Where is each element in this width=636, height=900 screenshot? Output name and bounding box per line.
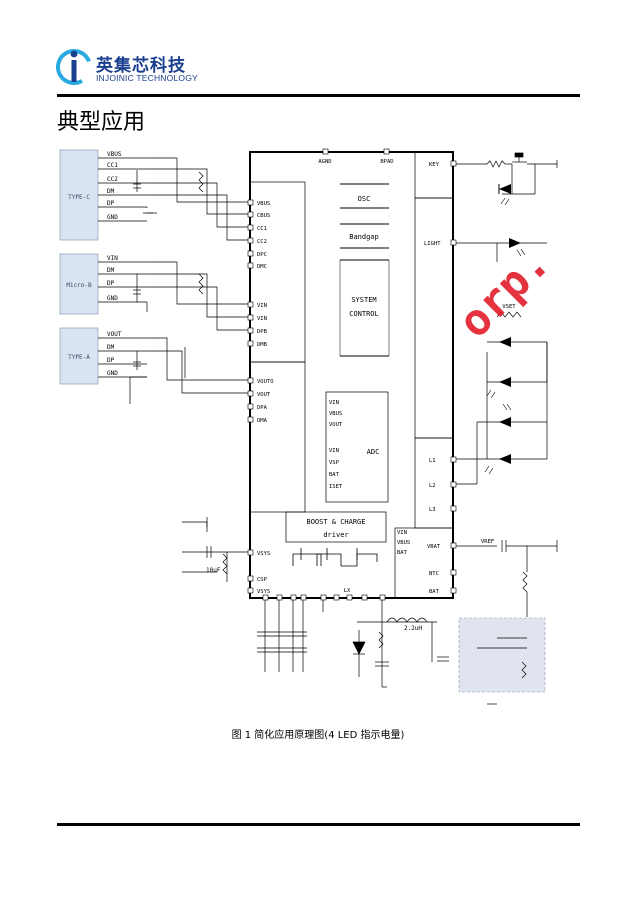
pin-label: VOUT [107,331,122,338]
pin-label: CC2 [107,176,118,183]
pin-label: VBUS [257,201,270,207]
pin-label: DPC [257,252,267,258]
adc-input: VIN [329,400,339,406]
brand-name-en: INJOINIC TECHNOLOGY [96,73,198,83]
pin-label: DMB [257,342,268,348]
pin-label: CSP [257,577,268,583]
pin-label: DPA [257,405,268,411]
pin-label: LIGHT [424,241,441,247]
pin-label: DMA [257,418,268,424]
pin-label: CC2 [257,239,267,245]
connector-label: TYPE-C [68,194,90,201]
connector-type-c: TYPE-C VBUS CC1 CC2 DM DP GND [59,149,147,241]
brand-name-cn: 英集芯科技 [96,56,186,76]
pin-label: GND [107,370,118,377]
led-indicator-network [456,152,558,617]
pin-label: DP [107,280,115,287]
pin-label: DM [107,344,115,351]
company-logo: 英集芯科技 INJOINIC TECHNOLOGY [56,44,206,88]
pin-label: L2 [429,483,436,489]
pin-label: VIN [257,303,267,309]
pin-bpad: BPAD [380,159,393,165]
pin-label: BAT [429,589,440,595]
header-rule [57,94,580,97]
figure-caption: 图 1 简化应用原理图(4 LED 指示电量) [231,730,405,741]
section-title: 典型应用 [57,110,146,135]
cap-value: 10uF [206,567,221,574]
vbat-input: VIN [397,530,407,536]
pin-label: DM [107,267,115,274]
vset-label: VSET [502,304,516,310]
watermark-text: orp. [449,237,560,348]
pin-label: KEY [429,162,440,168]
pin-label: GND [107,295,118,302]
driver-block: driver [323,531,348,539]
pin-label: L3 [429,507,436,513]
pin-label: VBUS [107,151,122,158]
connector-label: TYPE-A [68,354,90,361]
pin-label: VSYS [257,551,270,557]
led-diodes [498,184,521,464]
pin-label: VOUTO [257,379,274,385]
connector-label: Micro-B [66,282,92,289]
pin-label: VIN [257,316,267,322]
system-control-line1: SYSTEM [351,296,376,304]
pin-agnd: AGND [318,159,331,165]
connector-wiring [129,157,250,582]
bandgap-block: Bandgap [349,233,379,241]
adc-input: VOUT [329,422,343,428]
pin-label: DMC [257,264,267,270]
vbat-input: BAT [397,550,408,556]
adc-input: BAT [329,472,340,478]
pin-label: DPB [257,329,268,335]
pin-label: CBUS [257,213,270,219]
vref-label: VREF [481,539,494,545]
pin-label: DM [107,188,115,195]
osc-block: OSC [358,195,371,203]
power-stage [257,600,449,688]
inductor-pin-label: LX [344,588,351,594]
system-control-line2: CONTROL [349,310,379,318]
pin-label: GND [107,214,118,221]
adc-input: ISET [329,484,343,490]
vbat-input: VBUS [397,540,410,546]
ic-chip: OSC Bandgap SYSTEM CONTROL ADC BOOST & C… [247,148,457,601]
pin-label: CC1 [107,162,118,169]
pin-label: VIN [107,255,118,262]
pin-label: VBAT [427,544,441,550]
adc-input: VBUS [329,411,342,417]
application-schematic: TYPE-C VBUS CC1 CC2 DM DP GND Micro-B VI… [59,148,560,705]
injoinic-logo-icon [56,49,92,85]
connector-type-a: TYPE-A VOUT DM DP GND [59,327,147,385]
pin-label: VSYS [257,589,270,595]
pin-label: CC1 [257,226,267,232]
battery-pack [458,617,546,705]
adc-block: ADC [367,448,380,456]
pin-label: DP [107,357,115,364]
connector-micro-b: Micro-B VIN DM DP GND [59,253,147,315]
pin-label: VOUT [257,392,271,398]
inductor-value: 2.2uH [404,625,422,632]
pin-label: NTC [429,571,439,577]
led-light-rays [484,197,526,475]
boost-block: BOOST & CHARGE [306,518,365,526]
adc-input: VSP [329,460,340,466]
pin-label: DP [107,200,115,207]
adc-input: VIN [329,448,339,454]
footer-rule [57,823,580,826]
pin-label: L1 [429,458,436,464]
